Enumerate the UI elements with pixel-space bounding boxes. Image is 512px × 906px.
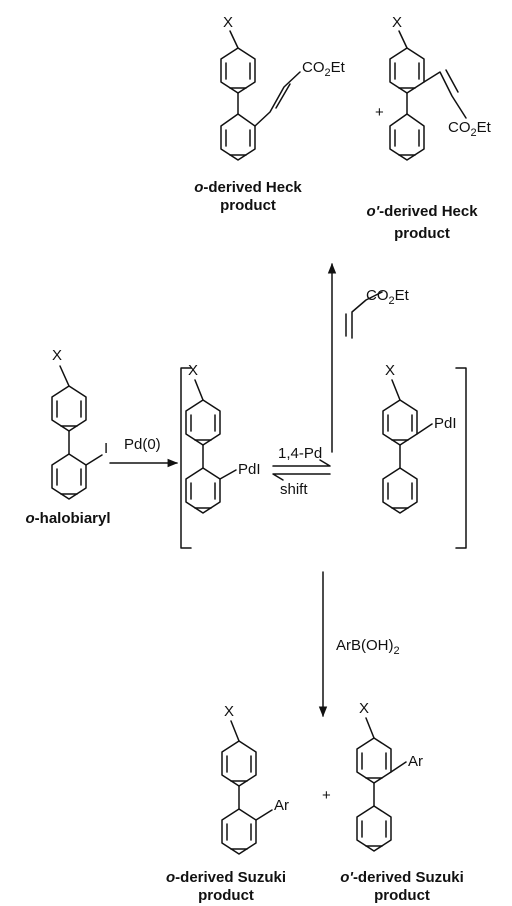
o-halobiaryl-structure: X I <box>51 347 108 500</box>
heck-o-label-line2: product <box>220 197 276 214</box>
suzuki-oprime-label-line2: product <box>374 887 430 904</box>
shift-bottom-label: shift <box>280 481 308 498</box>
heck-oprime-label: o'-derived Heck <box>366 203 478 220</box>
suzuki-oprime-label: o'-derived Suzuki <box>340 869 464 886</box>
substituent-x: X <box>359 700 369 717</box>
aryl-label: Ar <box>408 753 423 770</box>
right-bracket <box>455 367 467 549</box>
suzuki-o-label: o-derived Suzuki <box>166 869 286 886</box>
boronic-acid-label: ArB(OH)2 <box>336 637 400 657</box>
heck-o-product-structure: X CO2Et <box>220 14 346 161</box>
heck-oprime-product-structure: X CO2Et <box>389 14 492 161</box>
pdi-label: PdI <box>238 461 261 478</box>
shift-top-label: 1,4-Pd <box>278 445 322 462</box>
heck-plus: + <box>375 104 384 121</box>
heck-oprime-label-line2: product <box>394 225 450 242</box>
substituent-x: X <box>188 362 198 379</box>
pd-intermediate-o-structure: X PdI <box>185 362 261 514</box>
substituent-x: X <box>223 14 233 31</box>
substituent-x: X <box>52 347 62 364</box>
pd-intermediate-oprime-structure: X PdI <box>382 362 457 514</box>
suzuki-oprime-product-structure: X Ar <box>356 700 423 852</box>
pd-shift-equilibrium <box>272 459 331 481</box>
suzuki-o-product-structure: X Ar <box>221 703 289 855</box>
aryl-label: Ar <box>274 797 289 814</box>
heck-oprime-ester: CO2Et <box>448 119 492 139</box>
substituent-x: X <box>385 362 395 379</box>
suzuki-o-label-line2: product <box>198 887 254 904</box>
substituent-x: X <box>224 703 234 720</box>
substituent-x: X <box>392 14 402 31</box>
acrylate-ester: CO2Et <box>366 287 410 307</box>
pdi-label: PdI <box>434 415 457 432</box>
left-bracket <box>180 367 192 549</box>
heck-o-ester: CO2Et <box>302 59 346 79</box>
heck-o-label: o-derived Heck <box>194 179 302 196</box>
iodide-label: I <box>104 440 108 457</box>
ethyl-acrylate-reagent: CO2Et <box>345 287 410 339</box>
start-label: o-halobiaryl <box>25 510 110 527</box>
pd0-label: Pd(0) <box>124 436 161 453</box>
suzuki-plus: + <box>322 787 331 804</box>
